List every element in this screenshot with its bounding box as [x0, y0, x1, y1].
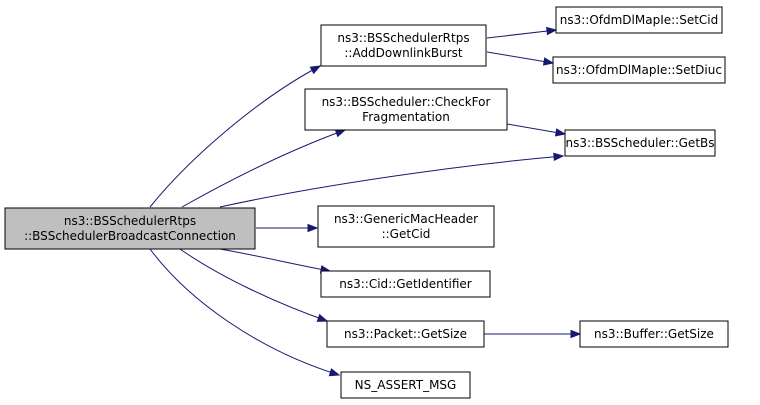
node-box[interactable]	[340, 371, 471, 399]
node-getIdentifier[interactable]: ns3::Cid::GetIdentifier	[320, 270, 491, 298]
node-box[interactable]	[579, 320, 729, 348]
node-label-line: ns3::OfdmDlMapIe::SetDiuc	[556, 63, 722, 77]
node-box[interactable]	[564, 129, 716, 157]
node-box[interactable]	[320, 270, 491, 298]
node-box[interactable]	[4, 207, 256, 250]
arrowhead	[309, 65, 322, 75]
edge-line	[219, 155, 564, 208]
node-root[interactable]: ns3::BSSchedulerRtps::BSSchedulerBroadca…	[4, 207, 256, 250]
edge-addDownlinkBurst-to-setDiuc	[486, 51, 555, 66]
arrowhead	[553, 152, 565, 162]
edge-line	[181, 129, 346, 208]
node-getCid[interactable]: ns3::GenericMacHeader::GetCid	[317, 205, 495, 248]
edge-line	[486, 29, 557, 39]
edge-root-to-checkForFrag	[181, 129, 347, 208]
edge-root-to-getCid	[256, 223, 319, 233]
node-getBs[interactable]: ns3::BSScheduler::GetBs	[564, 129, 716, 157]
edge-root-to-assertMsg	[149, 248, 341, 377]
edges-layer	[149, 26, 582, 377]
node-box[interactable]	[304, 88, 508, 131]
edge-root-to-addDownlinkBurst	[149, 65, 322, 208]
arrowhead	[542, 57, 555, 66]
arrowhead	[334, 129, 347, 138]
node-bufferGetSize[interactable]: ns3::Buffer::GetSize	[579, 320, 729, 348]
node-assertMsg[interactable]: NS_ASSERT_MSG	[340, 371, 471, 399]
arrowhead	[546, 26, 558, 36]
arrowhead	[328, 368, 341, 377]
node-label-line: ns3::BSScheduler::CheckFor	[322, 95, 491, 109]
edge-line	[506, 123, 566, 135]
node-label-line: ns3::BSScheduler::GetBs	[565, 136, 714, 150]
node-label-line: ns3::Packet::GetSize	[344, 327, 467, 341]
edge-line	[149, 65, 321, 208]
node-box[interactable]	[320, 24, 487, 67]
edge-root-to-getIdentifier	[219, 248, 332, 274]
edge-line	[149, 248, 340, 376]
node-box[interactable]	[317, 205, 495, 248]
edge-packetGetSize-to-bufferGetSize	[484, 329, 582, 339]
nodes-layer: ns3::BSSchedulerRtps::BSSchedulerBroadca…	[4, 6, 729, 399]
edge-line	[486, 51, 554, 64]
edge-root-to-getBs	[219, 152, 565, 208]
edge-line	[179, 248, 328, 322]
edge-checkForFrag-to-getBs	[506, 123, 567, 137]
node-label-line: ns3::GenericMacHeader	[334, 212, 478, 226]
node-label-line: ns3::OfdmDlMapIe::SetCid	[560, 13, 719, 27]
node-addDownlinkBurst[interactable]: ns3::BSSchedulerRtps::AddDownlinkBurst	[320, 24, 487, 67]
node-setDiuc[interactable]: ns3::OfdmDlMapIe::SetDiuc	[552, 56, 726, 84]
node-packetGetSize[interactable]: ns3::Packet::GetSize	[326, 320, 485, 348]
node-label-line: ns3::Cid::GetIdentifier	[339, 277, 472, 291]
arrowhead	[307, 223, 319, 233]
edge-line	[219, 248, 331, 272]
arrowhead	[554, 128, 567, 137]
node-box[interactable]	[326, 320, 485, 348]
node-label-line: ::BSSchedulerBroadcastConnection	[24, 229, 236, 243]
node-label-line: Fragmentation	[362, 110, 450, 124]
edge-addDownlinkBurst-to-setCid	[486, 26, 558, 39]
arrowhead	[570, 329, 582, 339]
node-box[interactable]	[552, 56, 726, 84]
node-label-line: ::GetCid	[382, 227, 431, 241]
node-label-line: ::AddDownlinkBurst	[344, 46, 463, 60]
node-label-line: ns3::Buffer::GetSize	[594, 327, 714, 341]
node-label-line: ns3::BSSchedulerRtps	[337, 31, 469, 45]
node-box[interactable]	[555, 6, 723, 34]
node-setCid[interactable]: ns3::OfdmDlMapIe::SetCid	[555, 6, 723, 34]
edge-root-to-packetGetSize	[179, 248, 329, 322]
arrowhead	[316, 313, 329, 322]
node-label-line: NS_ASSERT_MSG	[355, 378, 457, 392]
node-label-line: ns3::BSSchedulerRtps	[64, 214, 196, 228]
